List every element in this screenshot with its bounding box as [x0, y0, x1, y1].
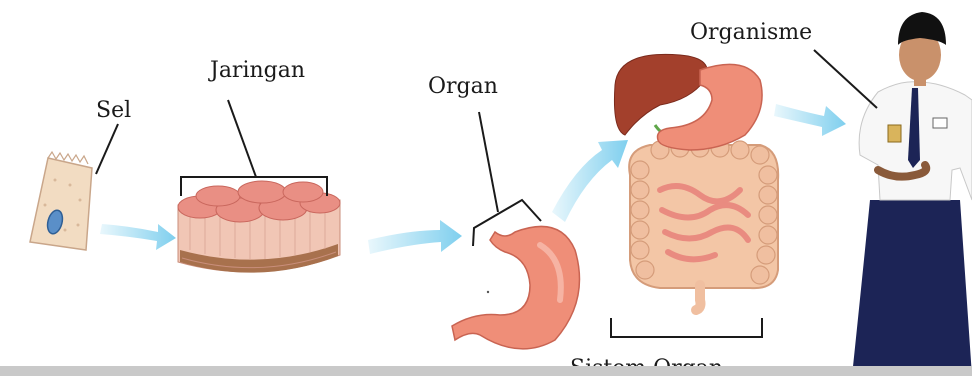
flow-arrow-system-to-organism	[774, 104, 846, 136]
label-organ: Organ	[428, 74, 498, 99]
cell-illustration	[30, 152, 92, 250]
organ-system-bracket	[611, 318, 762, 337]
cell-leader-line	[96, 124, 118, 174]
bottom-edge-bar	[0, 366, 972, 376]
organism-leader-line	[814, 50, 877, 108]
label-organism: Organisme	[690, 20, 812, 45]
student-illustration	[852, 12, 972, 376]
flow-arrow-cell-to-tissue	[100, 224, 176, 250]
stomach-illustration	[452, 226, 580, 348]
digestive-system-illustration	[614, 54, 778, 310]
flow-arrow-organ-to-system	[552, 140, 628, 222]
flow-arrow-tissue-to-organ	[368, 220, 462, 254]
tissue-illustration	[178, 181, 340, 273]
organ-leader-line	[479, 112, 498, 212]
label-tissue: Jaringan	[210, 58, 305, 83]
tissue-leader-line	[228, 100, 256, 177]
label-cell: Sel	[96, 98, 131, 123]
